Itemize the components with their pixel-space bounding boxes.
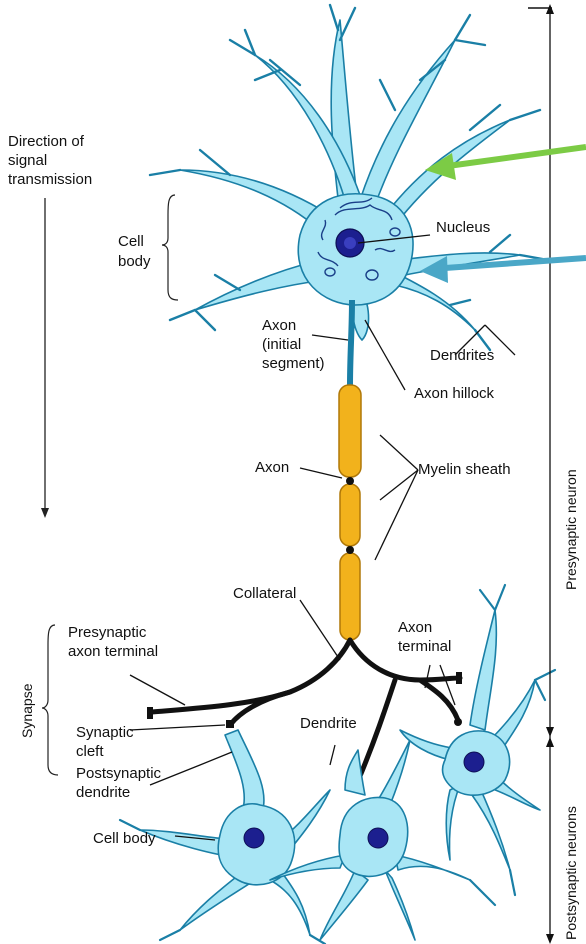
label-axon-initial-2: (initial bbox=[262, 336, 301, 353]
label-axon: Axon bbox=[255, 459, 289, 476]
label-axon-hillock: Axon hillock bbox=[414, 385, 495, 402]
label-direction-1: Direction of bbox=[8, 133, 85, 150]
label-direction-2: signal bbox=[8, 152, 47, 169]
label-synaptic-cleft-1: Synaptic bbox=[76, 724, 134, 741]
cell-body-brace bbox=[162, 195, 178, 300]
label-axon-initial-1: Axon bbox=[262, 317, 296, 334]
myelin-sheath-segments bbox=[339, 385, 361, 640]
label-dendrites: Dendrites bbox=[430, 347, 494, 364]
blue-arrow bbox=[420, 256, 586, 283]
label-synapse: Synapse bbox=[19, 683, 35, 738]
label-synaptic-cleft-2: cleft bbox=[76, 743, 104, 760]
label-collateral: Collateral bbox=[233, 585, 296, 602]
neuron-span-scale bbox=[528, 4, 554, 944]
postsynaptic-neuron-left bbox=[140, 730, 330, 935]
label-postsynaptic-dendrite-1: Postsynaptic bbox=[76, 765, 162, 782]
label-axon-initial-3: segment) bbox=[262, 355, 325, 372]
label-presynaptic-terminal-1: Presynaptic bbox=[68, 624, 147, 641]
label-nucleus: Nucleus bbox=[436, 219, 490, 236]
label-presynaptic-neuron: Presynaptic neuron bbox=[563, 469, 579, 590]
presynaptic-neuron-body bbox=[180, 20, 520, 340]
green-arrow bbox=[425, 147, 586, 180]
direction-arrow bbox=[41, 198, 49, 518]
label-cell-body-top-2: body bbox=[118, 253, 151, 270]
label-axon-terminal-1: Axon bbox=[398, 619, 432, 636]
label-myelin-sheath: Myelin sheath bbox=[418, 461, 511, 478]
label-postsynaptic-neurons: Postsynaptic neurons bbox=[563, 806, 579, 940]
synapse-brace bbox=[42, 625, 58, 775]
label-cell-body-top-1: Cell bbox=[118, 233, 144, 250]
axon-terminal-branches bbox=[152, 640, 460, 776]
label-presynaptic-terminal-2: axon terminal bbox=[68, 643, 158, 660]
label-axon-terminal-2: terminal bbox=[398, 638, 451, 655]
label-postsynaptic-dendrite-2: dendrite bbox=[76, 784, 130, 801]
axon-trunk bbox=[350, 300, 352, 385]
label-direction-3: transmission bbox=[8, 171, 92, 188]
label-cell-body-bottom: Cell body bbox=[93, 830, 156, 847]
label-dendrite: Dendrite bbox=[300, 715, 357, 732]
